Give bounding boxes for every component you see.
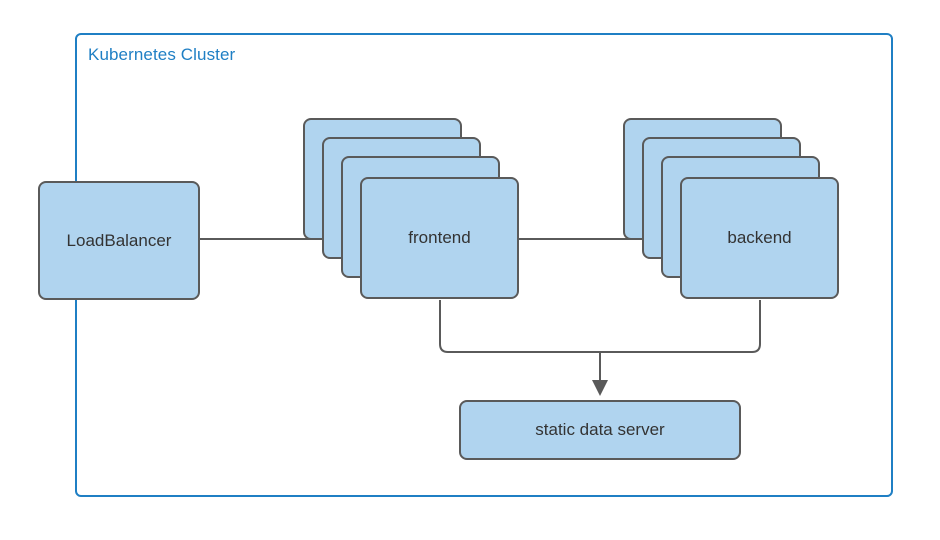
node-loadbalancer[interactable]: LoadBalancer bbox=[38, 181, 200, 300]
node-frontend-stack[interactable]: frontend bbox=[303, 118, 537, 299]
node-backend-stack[interactable]: backend bbox=[623, 118, 857, 299]
backend-front-card[interactable]: backend bbox=[680, 177, 839, 299]
node-frontend-label: frontend bbox=[408, 228, 471, 247]
node-loadbalancer-label: LoadBalancer bbox=[66, 230, 172, 250]
node-static-data-server-label: static data server bbox=[535, 420, 665, 439]
node-static-data-server[interactable]: static data server bbox=[459, 400, 741, 460]
node-backend-label: backend bbox=[727, 228, 792, 247]
kubernetes-cluster-label: Kubernetes Cluster bbox=[88, 45, 236, 64]
frontend-front-card[interactable]: frontend bbox=[360, 177, 519, 299]
